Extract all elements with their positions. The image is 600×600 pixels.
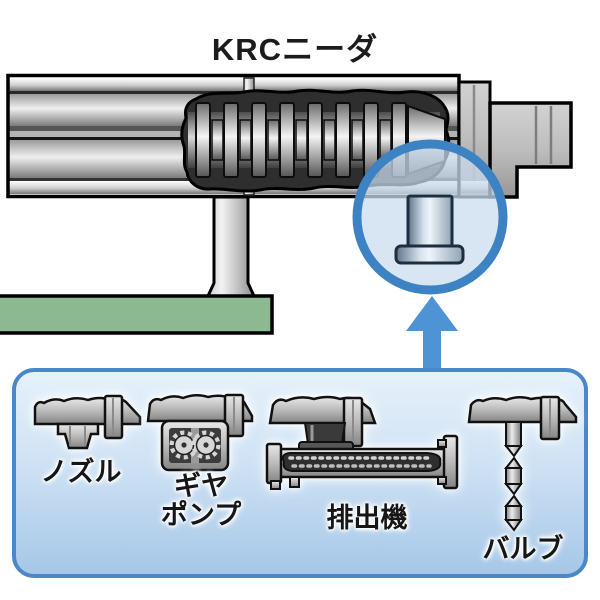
part-label-gear-pump: ギヤ ポンプ (160, 471, 242, 530)
gear-icon (191, 430, 221, 460)
machine-illustration (0, 73, 573, 372)
page-title: KRCニーダ (211, 32, 379, 67)
nozzle-figure-icon (33, 394, 142, 450)
discharge-extruder-figure-icon (265, 395, 459, 490)
valve-figure-icon (467, 395, 578, 532)
base-plate (0, 294, 274, 335)
gear-pump-figure-icon (146, 393, 254, 472)
part-label-valve: バルブ (482, 534, 564, 564)
kneading-screw-cutaway (180, 88, 451, 193)
parts-panel: ノズル ギヤ ポンプ 排出機 バルブ (12, 368, 588, 578)
part-label-discharge-extruder: 排出機 (326, 503, 408, 533)
callout-arrow (406, 296, 458, 372)
part-label-nozzle: ノズル (40, 457, 122, 487)
valve-rod (503, 421, 523, 532)
callout-circle-ring (352, 139, 508, 295)
discharge-port (394, 194, 465, 265)
support-leg (205, 195, 257, 298)
